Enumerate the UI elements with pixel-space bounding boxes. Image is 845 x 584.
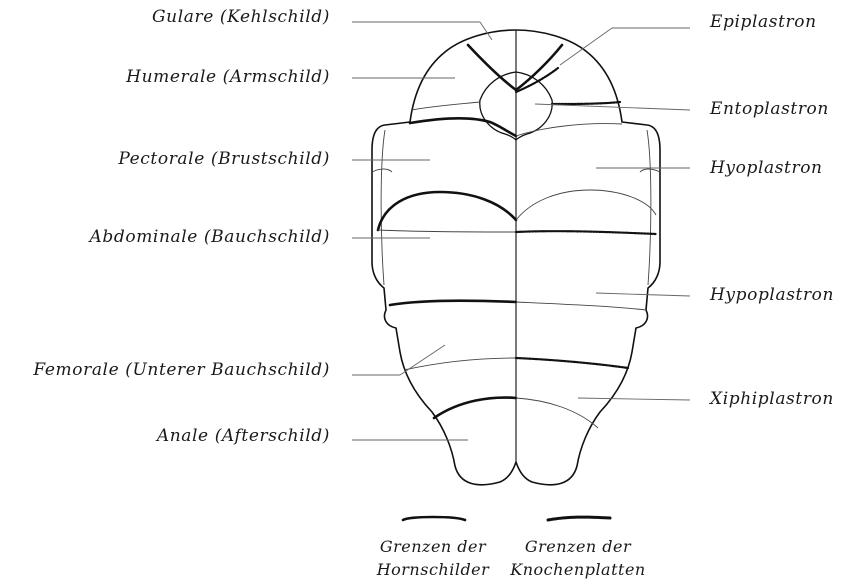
label-pectorale: Pectorale (Brustschild) (117, 149, 330, 169)
epi-hyo-bone-right (552, 102, 620, 104)
hyo-hypo-thin-left (378, 230, 516, 232)
pectoral-abdominal-horn (378, 192, 516, 230)
gular-horn-border (468, 45, 562, 90)
leader-hypoplastron (596, 293, 690, 296)
label-hyoplastron: Hyoplastron (709, 158, 823, 178)
legend-bone-line2: Knochenplatten (509, 560, 645, 579)
femoral-anal-horn (434, 398, 516, 418)
pectoral-abdominal-thin-right (516, 190, 656, 220)
hypo-xiphi-bone-right (516, 358, 628, 368)
leader-entoplastron (535, 104, 690, 110)
leader-xiphiplastron (578, 398, 690, 400)
humeral-pectoral-horn-left (410, 118, 516, 136)
leader-gulare-tip (480, 22, 492, 40)
label-entoplastron: Entoplastron (709, 99, 829, 119)
label-femorale: Femorale (Unterer Bauchschild) (32, 360, 330, 380)
legend-horn-line2: Hornschilder (376, 560, 490, 579)
label-xiphiplastron: Xiphiplastron (708, 389, 834, 409)
leader-epiplastron-tip (560, 28, 612, 65)
humeral-pectoral-thin-right (516, 124, 622, 136)
label-humerale: Humerale (Armschild) (125, 67, 330, 87)
hypo-xiphi-thin-left (404, 358, 516, 370)
label-epiplastron: Epiplastron (709, 12, 817, 32)
legend-bone-line1: Grenzen der (525, 537, 632, 556)
abdominal-femoral-horn (390, 301, 516, 305)
abdominal-femoral-thin-right (516, 302, 646, 310)
leader-femorale-tip (400, 345, 445, 375)
legend-bone-swatch (548, 517, 610, 520)
label-abdominale: Abdominale (Bauchschild) (88, 227, 330, 247)
label-gulare: Gulare (Kehlschild) (152, 7, 330, 27)
femoral-anal-thin-right (516, 398, 598, 428)
legend-horn-line1: Grenzen der (380, 537, 487, 556)
label-anale: Anale (Afterschild) (155, 426, 330, 446)
epi-hyo-thin-left (412, 102, 480, 110)
hyo-hypo-bone-right (516, 231, 656, 234)
bridge-left-inner (381, 130, 385, 285)
legend-horn-swatch (403, 517, 465, 520)
label-hypoplastron: Hypoplastron (709, 285, 834, 305)
